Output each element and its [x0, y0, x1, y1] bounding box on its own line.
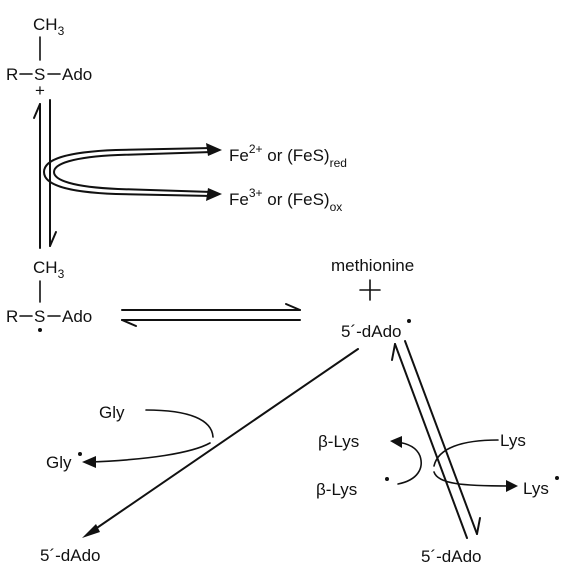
- lys-product-label: 5´-dAdo: [421, 547, 481, 566]
- oxidized-iron-label: Fe3+ or (FeS)ox: [229, 186, 342, 214]
- top-r-label: R: [6, 65, 18, 84]
- gly-main-arrowhead: [82, 524, 100, 538]
- gly-out-curve: [87, 442, 211, 463]
- forward-arrow-head: [285, 303, 301, 311]
- beta-lys-curve: [395, 441, 422, 485]
- reverse-arrow-head: [121, 319, 137, 327]
- top-ado-label: Ado: [62, 65, 92, 84]
- mid-s-radical-dot: [38, 328, 42, 332]
- redox-arrowhead-bottom: [206, 188, 222, 201]
- mid-s-label: S: [34, 307, 45, 326]
- gly-in-curve: [145, 409, 214, 438]
- redox-arrowhead-top: [206, 143, 222, 156]
- lys-radical-label: Lys: [523, 479, 549, 498]
- redox-curved-arrow: [43, 143, 222, 201]
- gly-main-arrow-shaft: [87, 348, 359, 535]
- lys-reverse-shaft: [404, 340, 478, 535]
- lys-forward-head-top: [391, 343, 396, 361]
- beta-lys-arrowhead: [390, 436, 402, 448]
- downward-arrow-head: [49, 231, 57, 247]
- mid-r-label: R: [6, 307, 18, 326]
- lys-radical-dot: [555, 476, 559, 480]
- sam-molecule: CH3 R S + Ado: [6, 15, 92, 100]
- lysine-branch: [390, 340, 518, 539]
- lys-out-curve: [433, 471, 513, 487]
- glycine-branch: [82, 348, 359, 538]
- lys-forward-shaft: [394, 343, 468, 539]
- lys-reverse-head: [476, 517, 481, 535]
- mid-ch3-label: CH3: [33, 258, 65, 281]
- mid-ado-label: Ado: [62, 307, 92, 326]
- top-charge-label: +: [35, 81, 45, 100]
- beta-lys-label: β-Lys: [318, 432, 359, 451]
- redox-curve-inner: [53, 151, 213, 193]
- gly-radical-label: Gly: [46, 453, 72, 472]
- gly-label: Gly: [99, 403, 125, 422]
- horizontal-equilibrium-arrows: [121, 303, 301, 327]
- dado-radical-dot: [407, 319, 411, 323]
- top-s-label: S: [34, 65, 45, 84]
- lys-label: Lys: [500, 431, 526, 450]
- sam-radical-molecule: CH3 R S Ado: [6, 221, 92, 332]
- redox-curve-outer: [43, 147, 213, 197]
- gly-radical-dot: [78, 452, 82, 456]
- top-ch3-label: CH3: [33, 15, 65, 38]
- reduced-iron-label: Fe2+ or (FeS)red: [229, 142, 347, 170]
- lys-out-arrowhead: [506, 480, 518, 492]
- methionine-label: methionine: [331, 256, 414, 275]
- gly-product-label: 5´-dAdo: [40, 546, 100, 565]
- beta-lys-radical-label: β-Lys: [316, 480, 357, 499]
- dado-radical-label: 5´-dAdo: [341, 322, 401, 341]
- lys-in-curve: [433, 439, 499, 467]
- plus-sign: [359, 279, 381, 301]
- gly-out-arrowhead: [82, 456, 96, 468]
- upward-arrow-head: [33, 103, 41, 119]
- beta-lys-radical-dot: [385, 477, 389, 481]
